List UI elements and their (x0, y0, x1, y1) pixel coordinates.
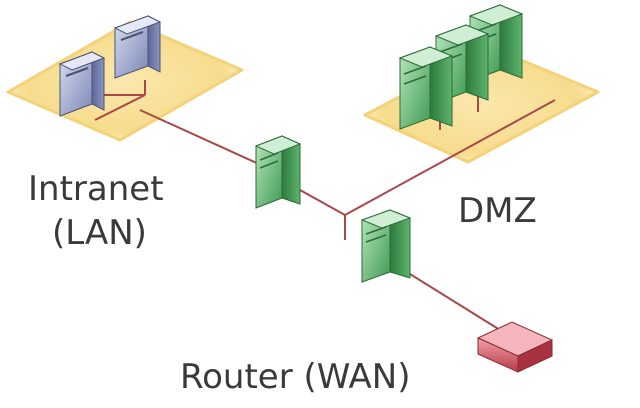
desktop-icon (113, 15, 162, 79)
router-label: Router (WAN) (180, 357, 410, 397)
router-icon (476, 321, 554, 373)
lan-label-line2: (LAN) (52, 213, 147, 253)
firewall-icon (360, 209, 412, 283)
firewall-icon (254, 135, 302, 209)
lan-label-line1: Intranet (28, 169, 164, 209)
desktop-icon (58, 51, 106, 117)
server-icon (398, 46, 454, 130)
dmz-label: DMZ (458, 191, 537, 231)
